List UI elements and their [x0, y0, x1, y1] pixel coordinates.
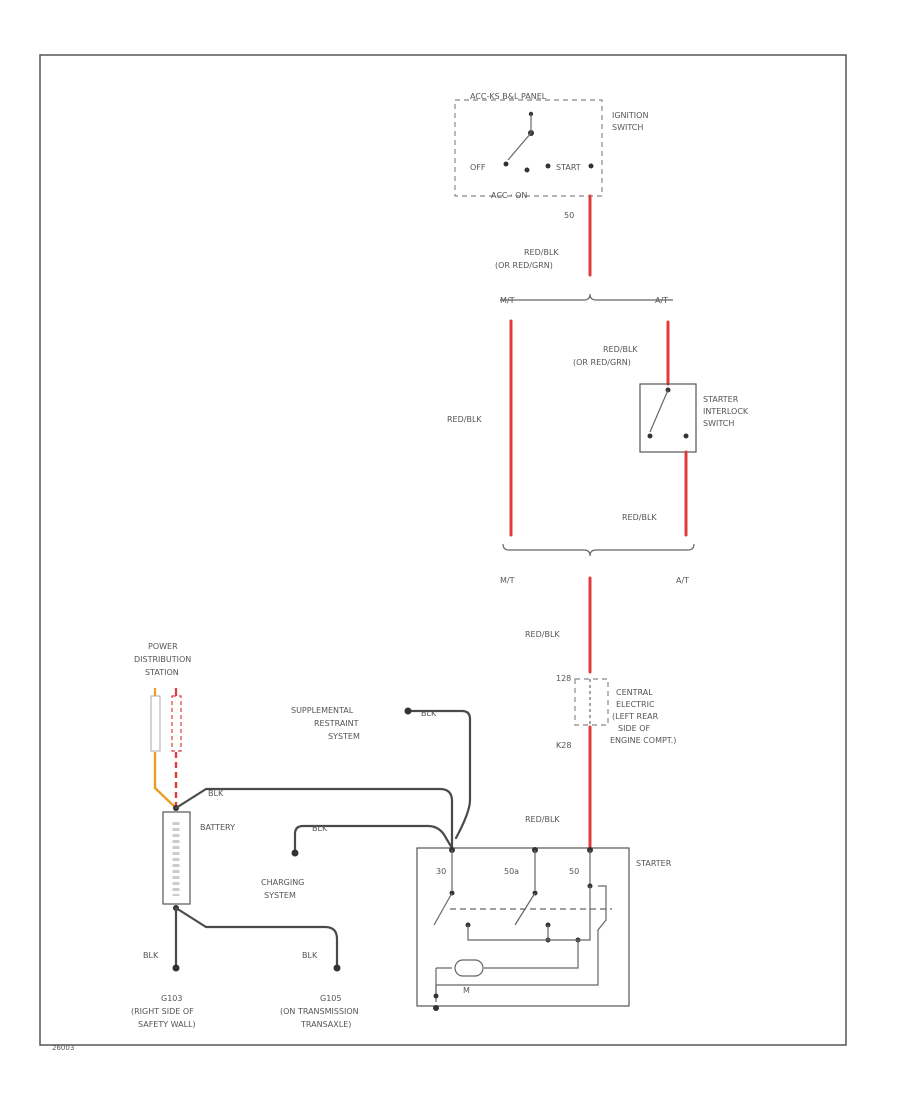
ignition-blade	[507, 132, 532, 161]
interlock-box	[639, 383, 697, 453]
ground-left-id: G103	[161, 994, 182, 1003]
starter-motor	[454, 959, 484, 977]
ignition-switch: ACC-KS B&L PANEL OFF START ACC · ON IGNI…	[454, 92, 648, 220]
starter-return-wire	[435, 885, 607, 1002]
wire-battery-to-starter	[174, 787, 454, 850]
power-distribution-station: POWER DISTRIBUTION STATION	[134, 642, 191, 752]
starter-motor-label: M	[463, 986, 470, 995]
wire-ground-right-label: BLK	[302, 951, 318, 960]
wire-middle-label: RED/BLK	[525, 630, 560, 639]
starter-term-50a: 50a	[504, 867, 519, 876]
starter-internal-path-1	[467, 886, 591, 941]
junction-name-2: ELECTRIC	[616, 700, 655, 709]
battery: BATTERY	[162, 805, 235, 911]
srs-name-1: SUPPLEMENTAL	[291, 706, 354, 715]
starter-ground-node	[433, 993, 439, 999]
starter-field-wire	[484, 940, 579, 969]
branch-at-top: A/T	[655, 296, 668, 305]
charging-name-2: SYSTEM	[264, 891, 296, 900]
wire-battery-label: BLK	[208, 789, 224, 798]
starter-term-30: 30	[436, 867, 446, 876]
ignition-contact-acc	[524, 167, 530, 173]
pds-name-3: STATION	[145, 668, 179, 677]
srs-name-2: RESTRAINT	[314, 719, 359, 728]
srs-connector	[404, 707, 412, 715]
wire-at-upper-label-1: RED/BLK	[603, 345, 638, 354]
wire-pds-orange	[153, 752, 177, 809]
brace-top	[500, 293, 673, 301]
junction-name-4: SIDE OF	[618, 724, 650, 733]
wire-charging	[293, 824, 454, 854]
wire-top-label-1: RED/BLK	[524, 248, 559, 257]
interlock-name-3: SWITCH	[703, 419, 734, 428]
srs-name-3: SYSTEM	[328, 732, 360, 741]
charging-name-1: CHARGING	[261, 878, 304, 887]
ground-left-point	[172, 964, 180, 972]
ground-right-point	[333, 964, 341, 972]
ignition-top-label: ACC-KS B&L PANEL	[470, 92, 547, 101]
ignition-pos-off: OFF	[470, 163, 486, 172]
wire-at-upper-label-2: (OR RED/GRN)	[573, 358, 631, 367]
diagram-frame	[39, 54, 847, 1046]
brace-bottom	[502, 543, 695, 557]
branch-at-bottom: A/T	[676, 576, 689, 585]
interlock-name-2: INTERLOCK	[703, 407, 749, 416]
wire-top-label-2: (OR RED/GRN)	[495, 261, 553, 270]
interlock-name-1: STARTER	[703, 395, 739, 404]
ground-right-desc-1: (ON TRANSMISSION	[280, 1007, 359, 1016]
ignition-switch-name-2: SWITCH	[612, 123, 643, 132]
wire-ground-right	[174, 906, 339, 968]
wire-to-starter-label: RED/BLK	[525, 815, 560, 824]
wire-srs	[408, 709, 472, 840]
wire-charging-label: BLK	[312, 824, 328, 833]
wire-srs-label: BLK	[421, 709, 437, 718]
starter-term-50: 50	[569, 867, 579, 876]
pds-name-2: DISTRIBUTION	[134, 655, 191, 664]
battery-label: BATTERY	[200, 823, 235, 832]
ignition-contact-off	[503, 161, 509, 167]
starter-name: STARTER	[636, 859, 672, 868]
starter-box	[416, 847, 630, 1007]
pds-fuse-right	[171, 695, 182, 752]
figure-id: 26003	[52, 1044, 74, 1052]
ignition-terminal-label: 50	[564, 211, 574, 220]
starter-main-blade	[433, 892, 453, 926]
junction-name-1: CENTRAL	[616, 688, 653, 697]
ignition-switch-box	[454, 99, 603, 197]
ground-left-desc-1: (RIGHT SIDE OF	[131, 1007, 194, 1016]
wire-at-lower-label: RED/BLK	[622, 513, 657, 522]
starter-interlock-switch: STARTER INTERLOCK SWITCH	[639, 383, 749, 453]
ignition-contact-on	[545, 163, 551, 169]
ignition-pos-start: START	[556, 163, 581, 172]
starter: STARTER 30 50a 50 M	[416, 847, 672, 1011]
junction-name-3: (LEFT REAR	[612, 712, 659, 721]
pds-fuse-left	[150, 695, 161, 752]
junction-name-5: ENGINE COMPT.)	[610, 736, 676, 745]
starter-ground-point	[433, 1005, 439, 1011]
wire-mt-label: RED/BLK	[447, 415, 482, 424]
interlock-blade	[649, 389, 669, 433]
branch-mt-top: M/T	[500, 296, 515, 305]
wire-ground-left-label: BLK	[143, 951, 159, 960]
central-electric-junction: 128 K28 CENTRAL ELECTRIC (LEFT REAR SIDE…	[556, 674, 676, 750]
ignition-contact-start	[588, 163, 594, 169]
pds-name-1: POWER	[148, 642, 178, 651]
charging-connector	[291, 849, 299, 857]
ignition-switch-name-1: IGNITION	[612, 111, 648, 120]
branch-mt-bottom: M/T	[500, 576, 515, 585]
ground-left-desc-2: SAFETY WALL)	[138, 1020, 196, 1029]
starter-motor-wire	[435, 967, 452, 994]
ignition-pos-acc-on: ACC · ON	[491, 191, 527, 200]
interlock-contact-a	[647, 433, 653, 439]
junction-box	[574, 678, 609, 726]
ground-right-desc-2: TRANSAXLE)	[300, 1020, 351, 1029]
interlock-contact-b	[683, 433, 689, 439]
ground-right-id: G105	[320, 994, 341, 1003]
junction-pin-top: 128	[556, 674, 571, 683]
junction-pin-bottom: K28	[556, 741, 571, 750]
